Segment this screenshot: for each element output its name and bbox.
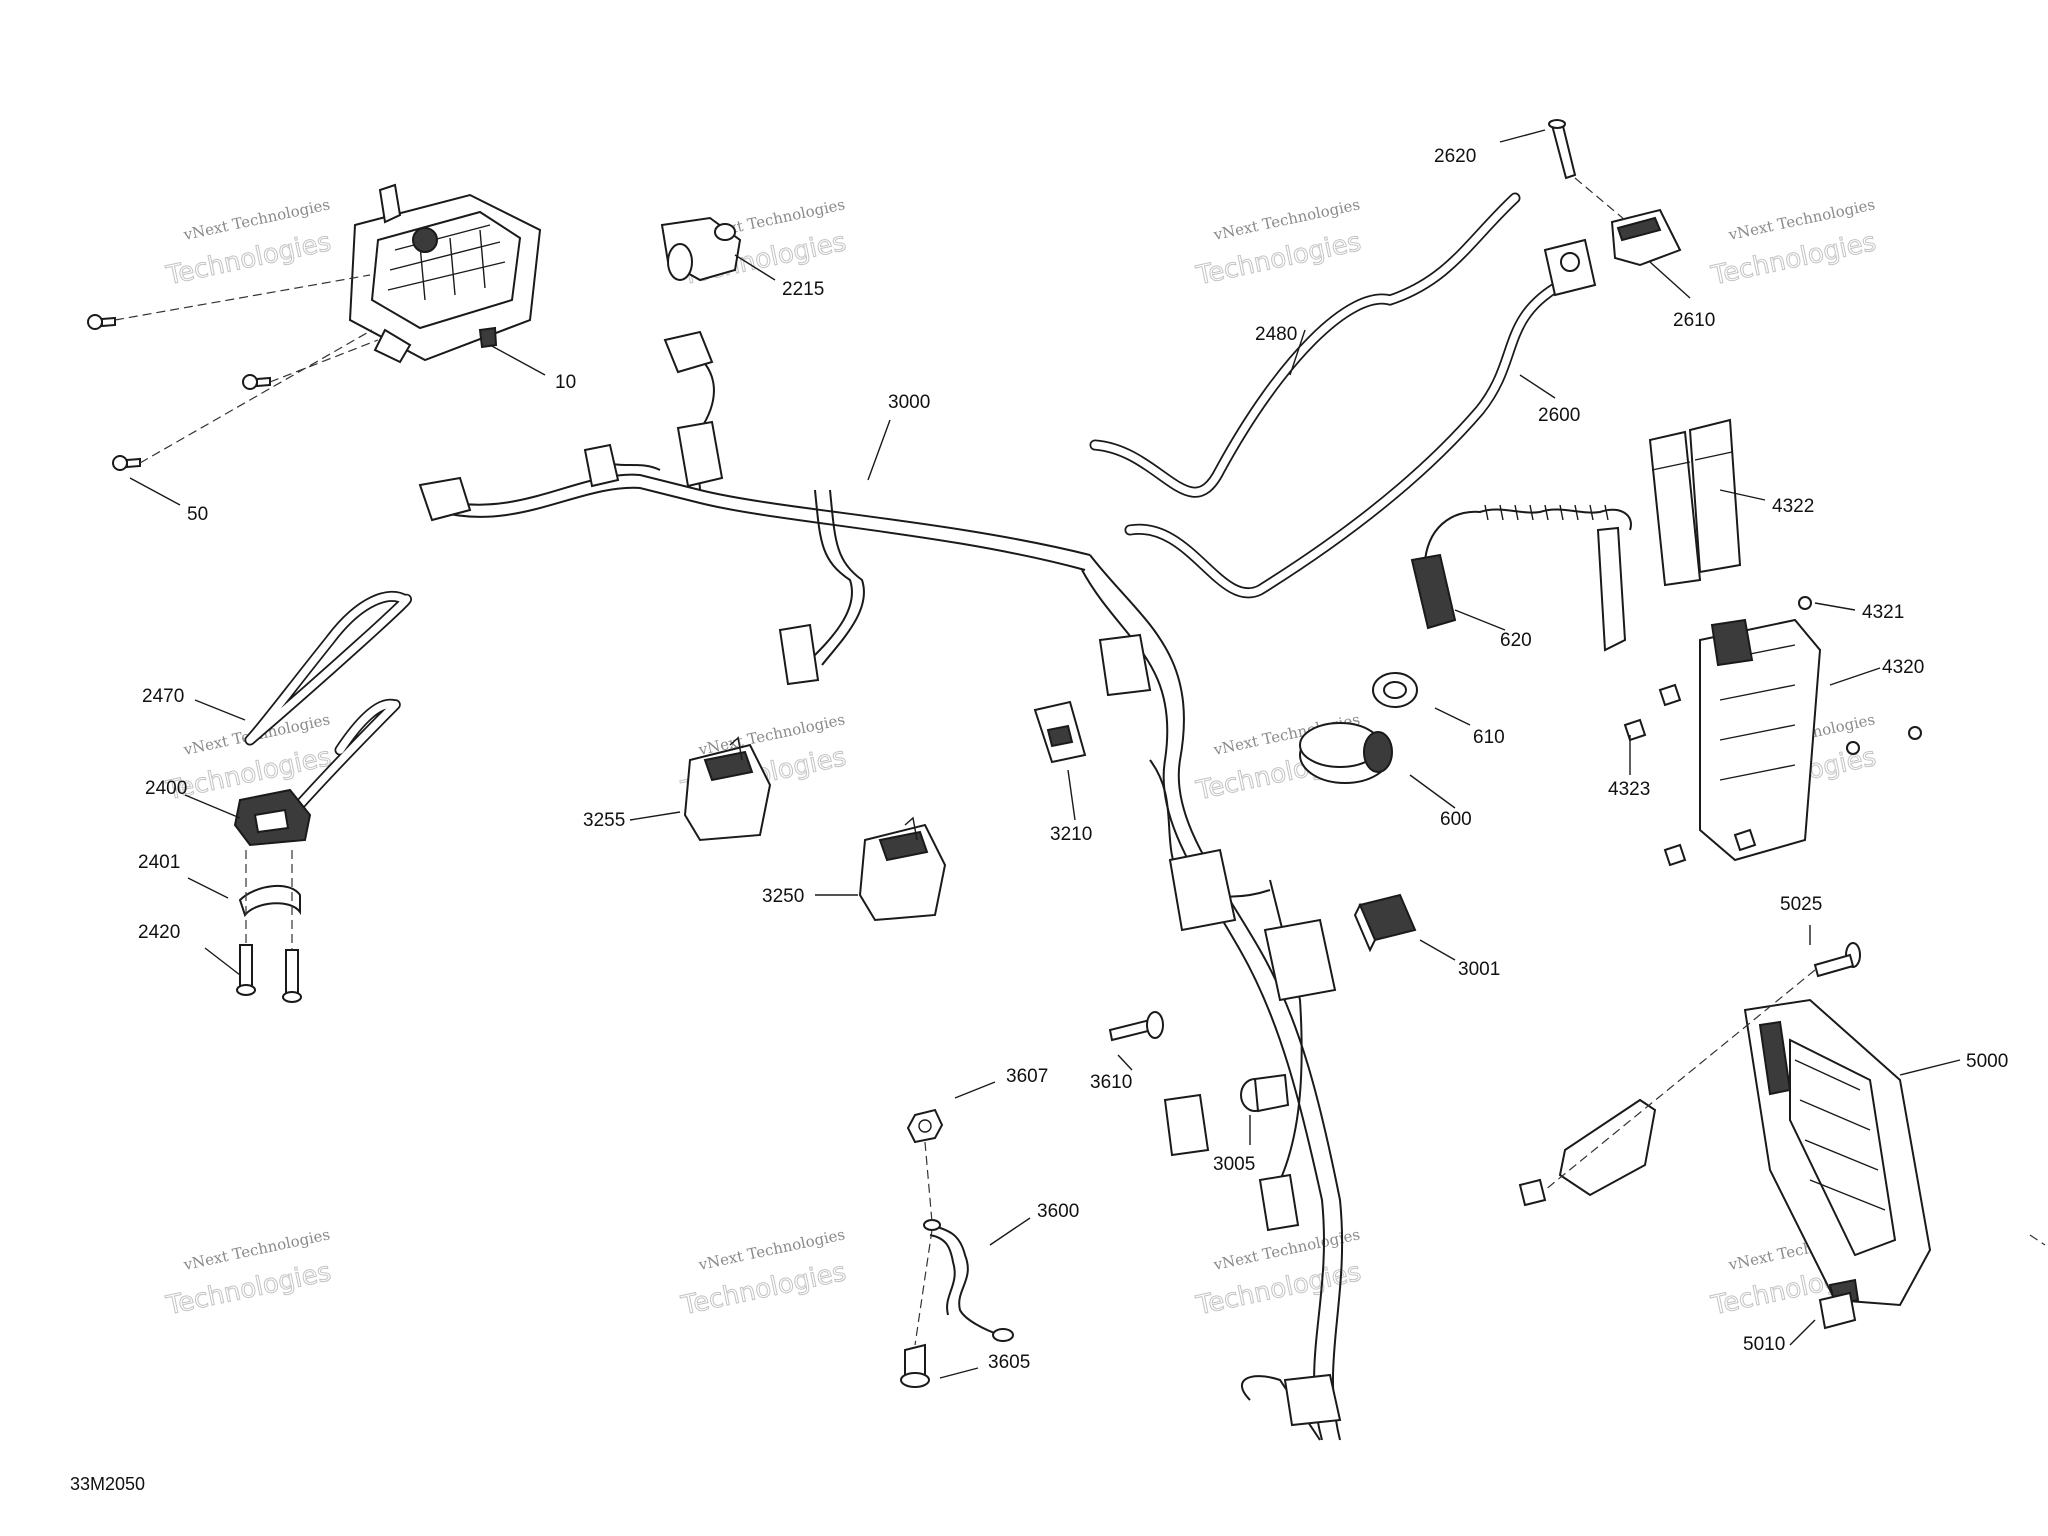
callout-5010[interactable]: 5010 xyxy=(1743,1334,1785,1355)
connector-3210[interactable] xyxy=(1033,700,1087,764)
spacer-4323[interactable] xyxy=(1623,683,1757,867)
switch-3250[interactable] xyxy=(858,816,947,922)
callout-4321[interactable]: 4321 xyxy=(1862,602,1904,623)
module-4320[interactable] xyxy=(1699,618,1822,862)
nut-3607[interactable] xyxy=(906,1108,944,1144)
callout-600[interactable]: 600 xyxy=(1440,809,1472,830)
callout-620[interactable]: 620 xyxy=(1500,630,1532,651)
bracket-5000[interactable] xyxy=(1518,1098,1657,1207)
callout-2620[interactable]: 2620 xyxy=(1434,146,1476,167)
ground-cable-3600[interactable] xyxy=(923,1219,1014,1342)
nut-3005[interactable] xyxy=(1240,1073,1290,1113)
device-600[interactable] xyxy=(1299,722,1393,784)
coiled-cable-620[interactable] xyxy=(1410,504,1632,652)
callout-50[interactable]: 50 xyxy=(187,504,208,525)
leader-dash xyxy=(914,1141,933,1346)
callout-leaders xyxy=(129,129,1961,1379)
callout-2480[interactable]: 2480 xyxy=(1255,324,1297,345)
pin-2620[interactable] xyxy=(1548,119,1577,180)
watermark: vNext Technologies Technologies xyxy=(678,1225,850,1322)
callout-5000[interactable]: 5000 xyxy=(1966,1051,2008,1072)
clamp-2401[interactable] xyxy=(238,884,301,918)
callout-labels: 10 50 2215 3000 2480 2620 2610 2600 4322… xyxy=(138,146,2008,1373)
watermark: vNext Technologies Technologies xyxy=(163,195,335,292)
callout-3610[interactable]: 3610 xyxy=(1090,1072,1132,1093)
leader-dash xyxy=(1544,969,2046,1246)
callout-2470[interactable]: 2470 xyxy=(142,686,184,707)
screw-3605[interactable] xyxy=(900,1343,930,1388)
callout-3005[interactable]: 3005 xyxy=(1213,1154,1255,1175)
screw-50[interactable] xyxy=(87,314,271,471)
callout-610[interactable]: 610 xyxy=(1473,727,1505,748)
callout-2610[interactable]: 2610 xyxy=(1673,310,1715,331)
callout-4323[interactable]: 4323 xyxy=(1608,779,1650,800)
harness-connector[interactable] xyxy=(418,330,1342,1427)
watermark: vNext Technologies Technologies xyxy=(163,1225,335,1322)
sensor-5010[interactable] xyxy=(1818,1278,1860,1330)
nut-4321[interactable] xyxy=(1798,596,1922,755)
holder-2400[interactable] xyxy=(233,788,312,847)
callout-2420[interactable]: 2420 xyxy=(138,922,180,943)
switch-3255[interactable] xyxy=(683,736,772,842)
callout-2215[interactable]: 2215 xyxy=(782,279,824,300)
callout-2400[interactable]: 2400 xyxy=(145,778,187,799)
leader-dash xyxy=(114,274,379,464)
leader-dash xyxy=(245,850,293,950)
watermark: vNext Technologies Technologies xyxy=(1193,195,1365,292)
fuse-box-part[interactable] xyxy=(348,183,542,364)
leader-dash xyxy=(1574,177,1626,221)
strap-2470[interactable] xyxy=(244,590,413,816)
callout-2600[interactable]: 2600 xyxy=(1538,405,1580,426)
callout-3607[interactable]: 3607 xyxy=(1006,1066,1048,1087)
callout-3605[interactable]: 3605 xyxy=(988,1352,1030,1373)
bracket-4322[interactable] xyxy=(1648,418,1742,587)
grommet-610[interactable] xyxy=(1372,672,1418,708)
screw-5025[interactable] xyxy=(1813,942,1861,978)
watermark: vNext Technologies Technologies xyxy=(1708,195,1880,292)
callout-3001[interactable]: 3001 xyxy=(1458,959,1500,980)
callout-2401[interactable]: 2401 xyxy=(138,852,180,873)
connector-clip-part[interactable] xyxy=(660,216,742,282)
cap-3001[interactable] xyxy=(1353,893,1417,953)
callout-3250[interactable]: 3250 xyxy=(762,886,804,907)
connector-2610[interactable] xyxy=(1543,208,1682,297)
callout-4322[interactable]: 4322 xyxy=(1772,496,1814,517)
drawing-code: 33M2050 xyxy=(70,1474,145,1494)
callout-3000[interactable]: 3000 xyxy=(888,392,930,413)
hose-2600[interactable] xyxy=(1124,279,1566,599)
hose-2480[interactable] xyxy=(1089,192,1521,498)
screw-2420[interactable] xyxy=(236,944,302,1003)
callout-3600[interactable]: 3600 xyxy=(1037,1201,1079,1222)
callout-4320[interactable]: 4320 xyxy=(1882,657,1924,678)
ecu-5000[interactable] xyxy=(1743,998,1932,1307)
stud-3610[interactable] xyxy=(1108,1011,1164,1042)
callout-10[interactable]: 10 xyxy=(555,372,576,393)
callout-3210[interactable]: 3210 xyxy=(1050,824,1092,845)
callout-5025[interactable]: 5025 xyxy=(1780,894,1822,915)
callout-3255[interactable]: 3255 xyxy=(583,810,625,831)
